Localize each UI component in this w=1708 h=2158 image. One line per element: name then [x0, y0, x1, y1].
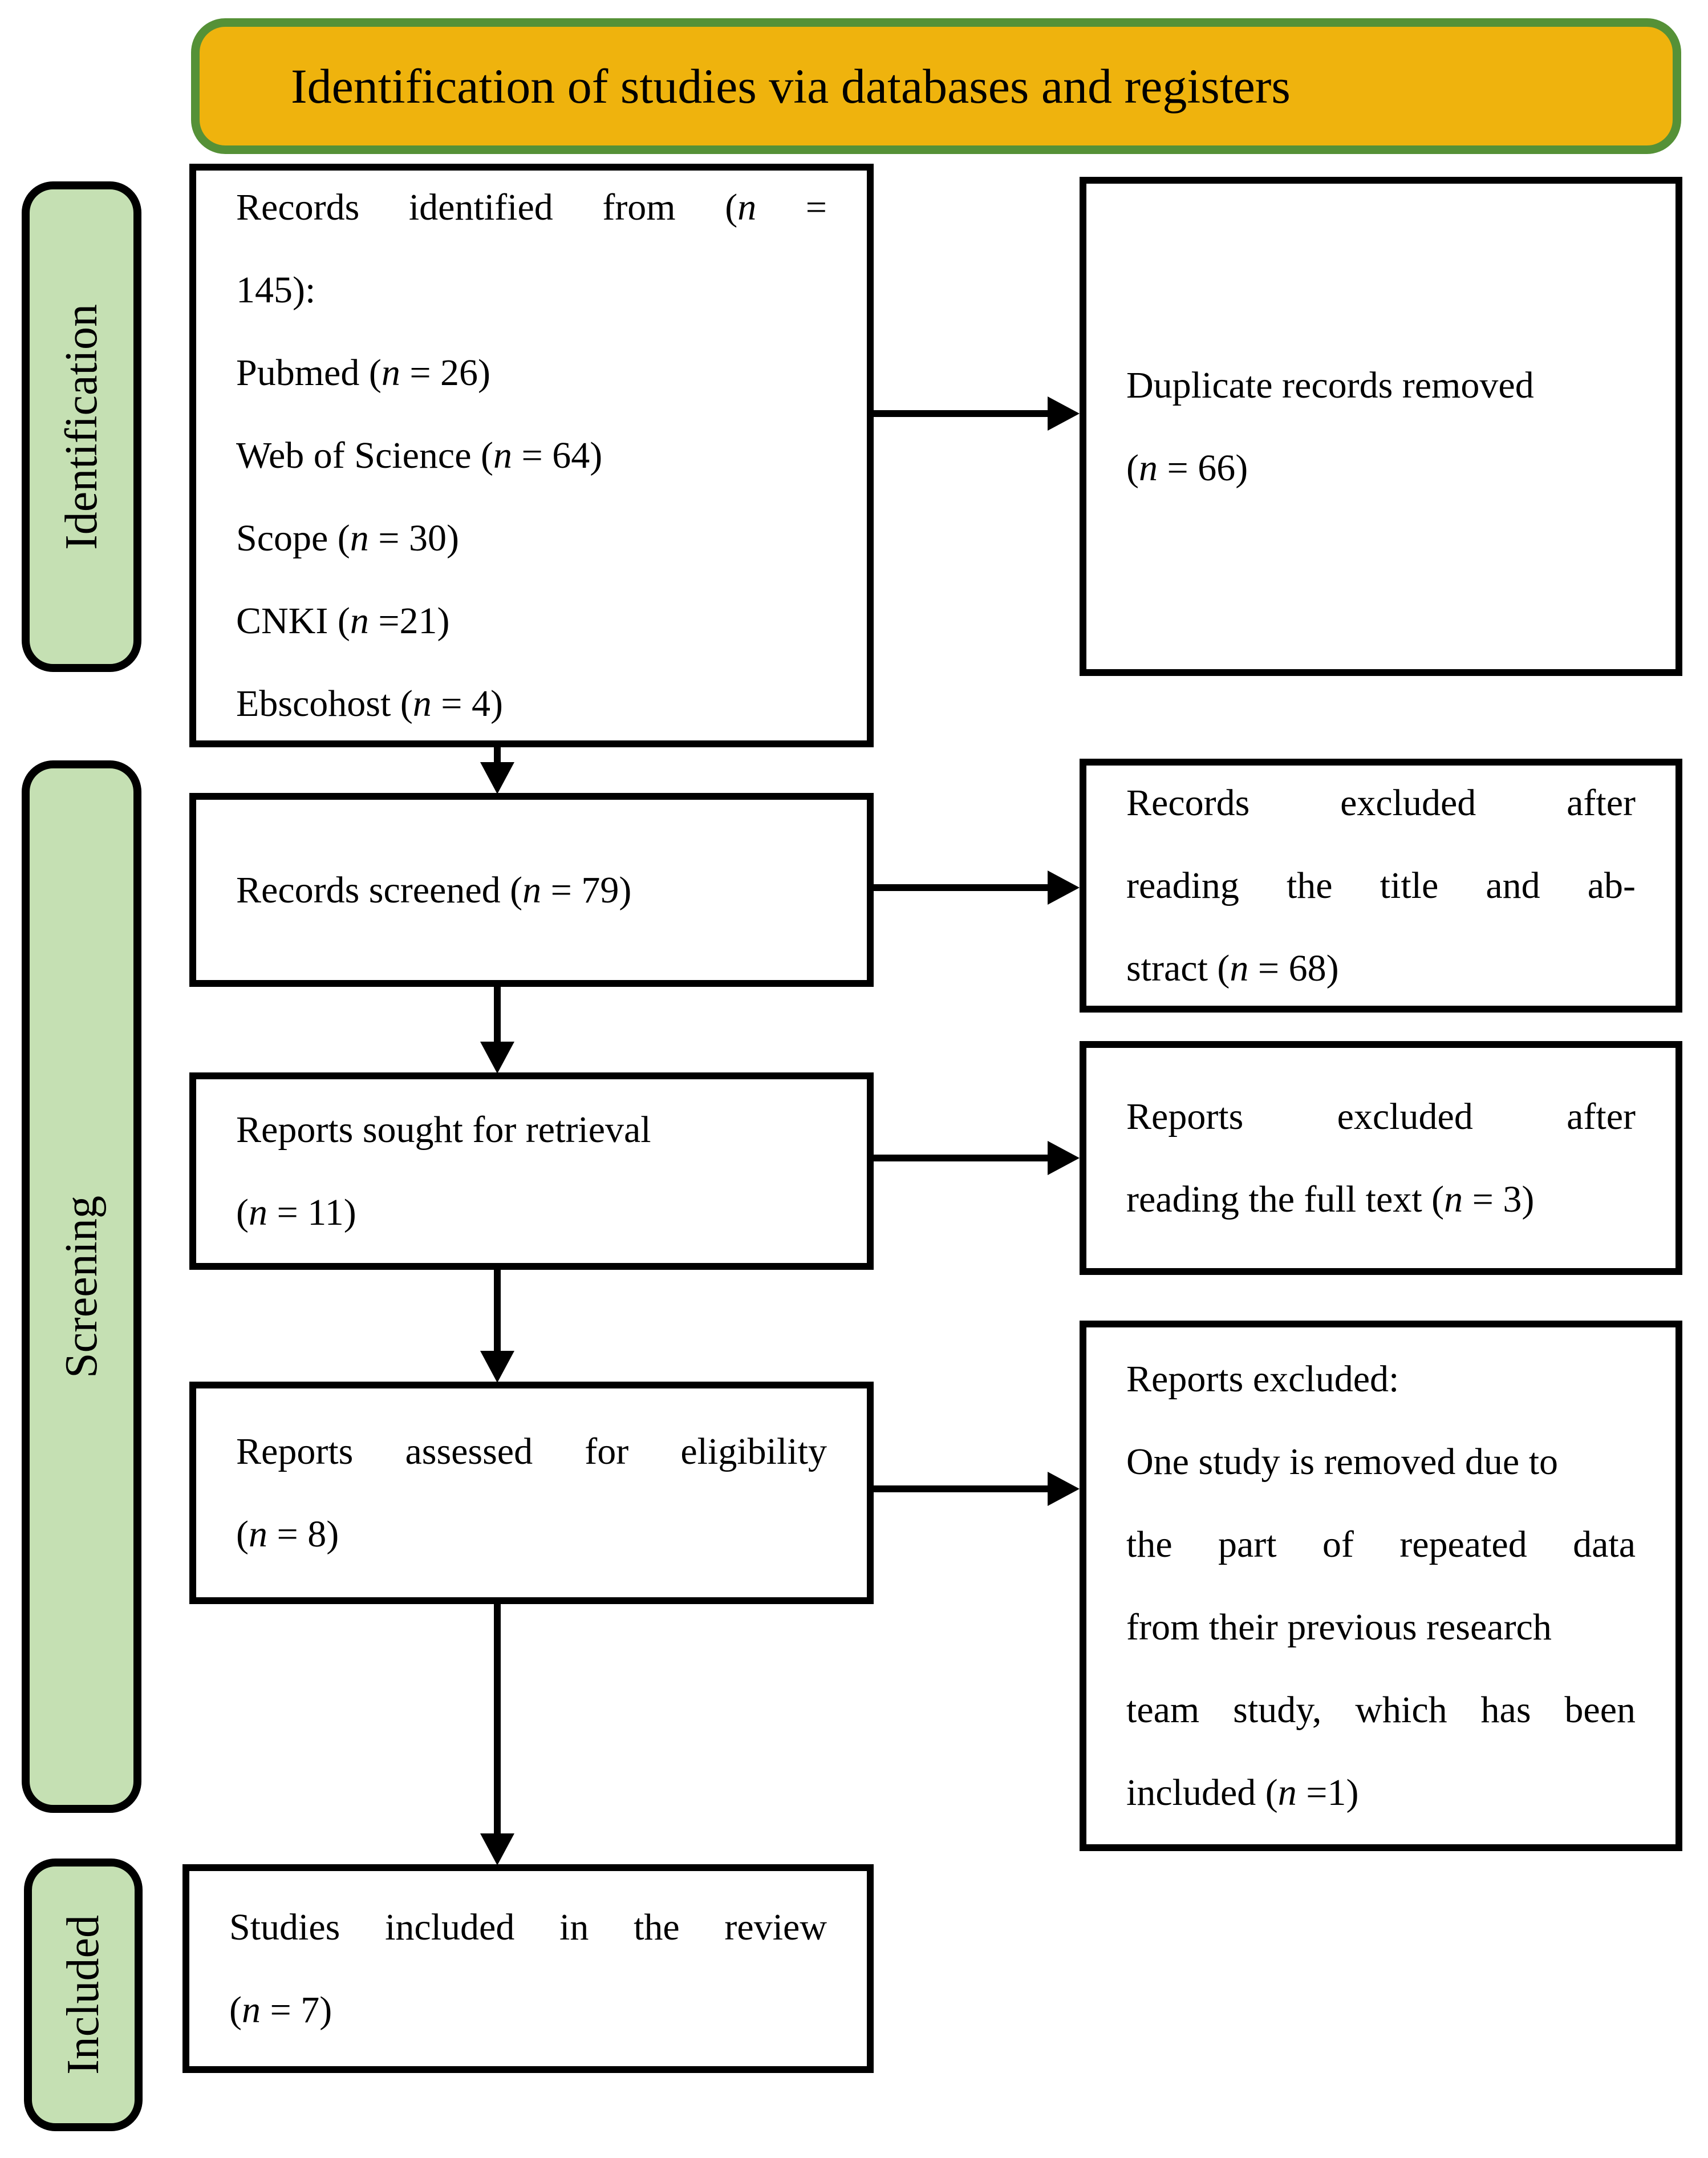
arrow-screened-to-sought-icon [480, 987, 514, 1074]
arrow-assessed-to-included-icon [480, 1604, 514, 1865]
box-records-identified: Records identified from (n =145):Pubmed … [189, 164, 874, 747]
box-reports-assessed-for-eligibility: Reports assessed for eligibility(n = 8) [189, 1382, 874, 1604]
stage-label-screening: Screening [22, 760, 141, 1813]
arrow-identified-to-duplicates-icon [874, 396, 1080, 431]
stage-label-included: Included [24, 1859, 143, 2131]
stage-label-included-text: Included [58, 1915, 108, 2075]
box-records-screened: Records screened (n = 79) [189, 793, 874, 987]
stage-label-screening-text: Screening [56, 1195, 107, 1378]
arrow-assessed-to-excluded-icon [874, 1472, 1080, 1506]
arrow-sought-to-assessed-icon [480, 1270, 514, 1383]
arrow-sought-to-excluded-icon [874, 1141, 1080, 1175]
stage-label-identification: Identification [22, 181, 141, 672]
stage-label-identification-text: Identification [56, 303, 107, 550]
diagram-title: Identification of studies via databases … [291, 59, 1291, 114]
box-duplicate-records-removed: Duplicate records removed(n = 66) [1080, 177, 1682, 676]
box-reports-sought-for-retrieval: Reports sought for retrieval(n = 11) [189, 1072, 874, 1270]
arrow-screened-to-excluded-icon [874, 871, 1080, 905]
box-reports-excluded-repeated-data: Reports excluded:One study is removed du… [1080, 1321, 1682, 1851]
arrow-identified-to-screened-icon [480, 747, 514, 794]
title-banner: Identification of studies via databases … [191, 18, 1681, 154]
box-studies-included-in-review: Studies included in the review(n = 7) [182, 1864, 874, 2073]
